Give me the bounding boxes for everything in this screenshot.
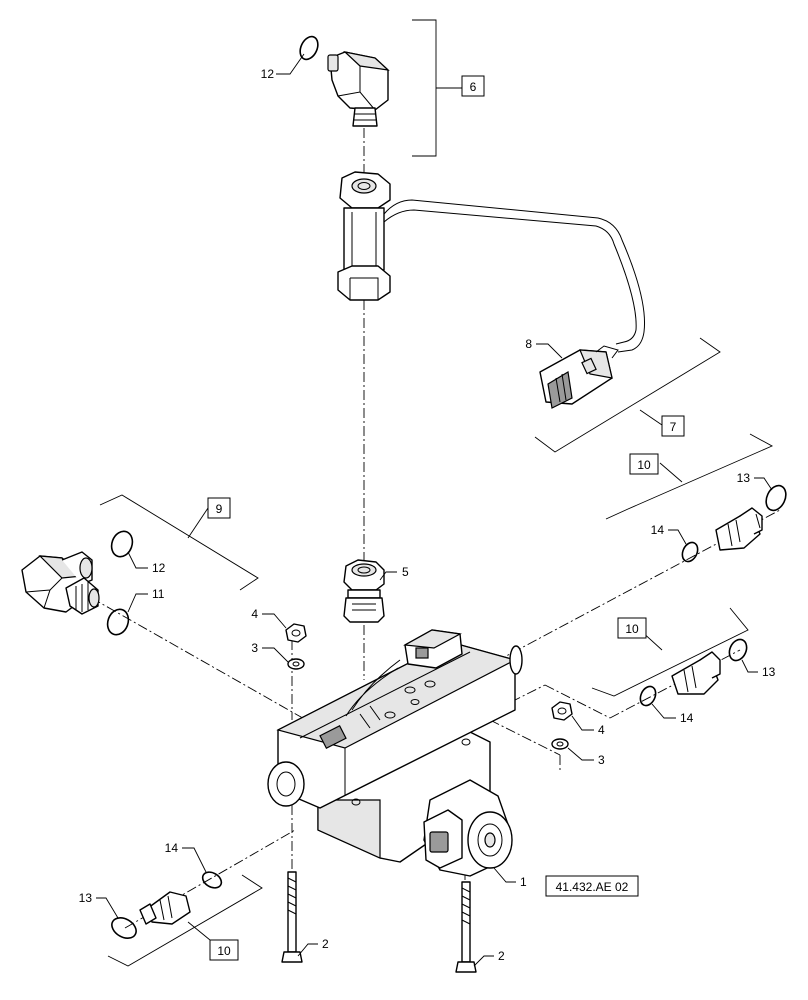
kit-label-6: 6 — [461, 75, 485, 97]
callout-12-left: 12 — [152, 561, 166, 575]
callout-2-right: 2 — [498, 949, 505, 963]
svg-text:10: 10 — [625, 622, 639, 636]
fitting-lower-left — [111, 871, 223, 939]
pressure-sensor — [337, 171, 645, 353]
fitting-upper-right — [681, 484, 787, 563]
reference-box: 41.432.AE 02 — [545, 875, 639, 897]
callout-1: 1 — [520, 875, 527, 889]
straight-fitting — [343, 559, 385, 623]
callout-13-upper: 13 — [737, 471, 751, 485]
bolt-left — [281, 871, 303, 963]
svg-text:10: 10 — [217, 944, 231, 958]
callout-numbers: 12 8 12 11 5 4 3 4 3 13 14 13 14 14 13 1… — [79, 67, 776, 963]
callout-5: 5 — [402, 565, 409, 579]
kit-label-10-upper: 10 — [629, 453, 659, 475]
kit-label-9: 9 — [207, 497, 231, 519]
kit-9-bracket — [99, 494, 259, 591]
solenoid-coil — [423, 779, 513, 877]
svg-text:7: 7 — [670, 420, 677, 434]
kit-label-7: 7 — [661, 415, 685, 437]
callout-14-upper: 14 — [651, 523, 665, 537]
svg-text:9: 9 — [216, 502, 223, 516]
callout-11: 11 — [152, 587, 165, 601]
kit-label-10-middle: 10 — [617, 617, 647, 639]
nut-and-washer-right — [551, 701, 573, 750]
kit-10-bracket-lower — [107, 874, 263, 967]
callout-4-left: 4 — [251, 607, 258, 621]
svg-text:10: 10 — [637, 458, 651, 472]
electrical-connector — [539, 345, 619, 409]
kit-10-bracket-middle — [591, 607, 749, 697]
callout-4-right: 4 — [598, 723, 605, 737]
bolt-right — [455, 881, 477, 973]
kit-6-bracket — [412, 19, 462, 157]
left-elbow-fitting — [21, 530, 134, 636]
kit-10-bracket-upper — [605, 433, 774, 520]
callout-2-left: 2 — [322, 937, 329, 951]
callout-leaders — [96, 53, 773, 967]
kit-7-bracket — [534, 337, 721, 453]
callout-13-lower: 13 — [79, 891, 93, 905]
kit-label-10-lower: 10 — [209, 939, 239, 961]
elbow-fitting — [299, 35, 390, 127]
callout-13-middle: 13 — [762, 665, 776, 679]
callout-3-right: 3 — [598, 753, 605, 767]
nut-and-washer-left — [285, 623, 307, 670]
callout-14-middle: 14 — [680, 711, 694, 725]
callout-8: 8 — [525, 337, 532, 351]
fitting-middle-right — [639, 638, 748, 707]
callout-3-left: 3 — [251, 641, 258, 655]
reference-label: 41.432.AE 02 — [556, 880, 629, 894]
callout-14-lower: 14 — [165, 841, 179, 855]
svg-text:6: 6 — [470, 80, 477, 94]
callout-12-top: 12 — [261, 67, 275, 81]
